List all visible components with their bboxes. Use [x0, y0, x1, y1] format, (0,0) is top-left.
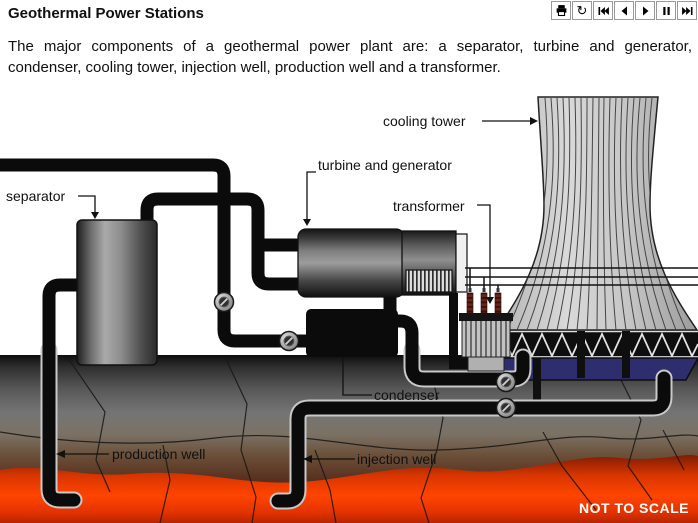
intro-text: The major components of a geothermal pow… — [8, 38, 692, 76]
pause-button[interactable] — [656, 1, 676, 20]
ground-layers — [0, 355, 698, 523]
tower-ribs — [506, 97, 687, 330]
player-toolbar: ↻ — [551, 1, 697, 20]
label-cooling-tower: cooling tower — [383, 113, 466, 129]
pause-icon — [662, 6, 670, 15]
tower-leg — [622, 331, 630, 378]
condenser-outlet-pipe — [387, 314, 419, 361]
production-well-pipe — [42, 343, 81, 507]
skip-end-button[interactable] — [677, 1, 697, 20]
page-title: Geothermal Power Stations — [8, 5, 204, 22]
power-lines — [465, 267, 698, 292]
tower-leg — [533, 358, 541, 412]
label-production-well: production well — [112, 446, 206, 462]
print-icon — [556, 5, 566, 17]
print-button[interactable] — [551, 1, 571, 20]
label-injection-well: injection well — [357, 451, 437, 467]
inlet-pipe — [0, 158, 313, 348]
rock-cracks — [0, 356, 698, 523]
skip-end-icon — [681, 6, 692, 15]
valve — [278, 330, 300, 352]
valve — [495, 397, 517, 419]
magma-layer — [0, 455, 698, 523]
step-back-icon — [621, 6, 627, 15]
step-forward-icon — [642, 6, 648, 15]
injection-well-pipe — [271, 371, 671, 508]
refresh-button[interactable]: ↻ — [572, 1, 592, 20]
surface-pipes — [0, 158, 419, 363]
well-to-separator-pipe — [42, 278, 85, 363]
label-condenser: condenser — [374, 387, 440, 403]
truss-zigzag — [491, 331, 698, 359]
steam-pipe — [140, 192, 305, 291]
underground-pipes — [40, 341, 673, 510]
cooling-tower — [490, 96, 698, 412]
label-transformer: transformer — [393, 198, 465, 214]
skip-start-icon — [598, 6, 609, 15]
skip-start-button[interactable] — [593, 1, 613, 20]
generator-leg — [449, 293, 458, 359]
tower-leg — [577, 331, 585, 378]
label-turbine-generator: turbine and generator — [318, 157, 452, 173]
condenser-to-tower-pipe — [405, 343, 530, 386]
label-pointers — [56, 117, 538, 463]
generator-vent — [405, 269, 453, 293]
step-back-button[interactable] — [614, 1, 634, 20]
valve — [495, 371, 517, 393]
valve — [213, 291, 235, 313]
condenser-box — [306, 309, 398, 357]
separator-vessel — [76, 219, 158, 366]
refresh-icon: ↻ — [576, 3, 588, 18]
step-forward-button[interactable] — [635, 1, 655, 20]
label-separator: separator — [6, 188, 66, 204]
not-to-scale-note: NOT TO SCALE — [579, 500, 689, 516]
turbine-generator — [297, 228, 491, 369]
